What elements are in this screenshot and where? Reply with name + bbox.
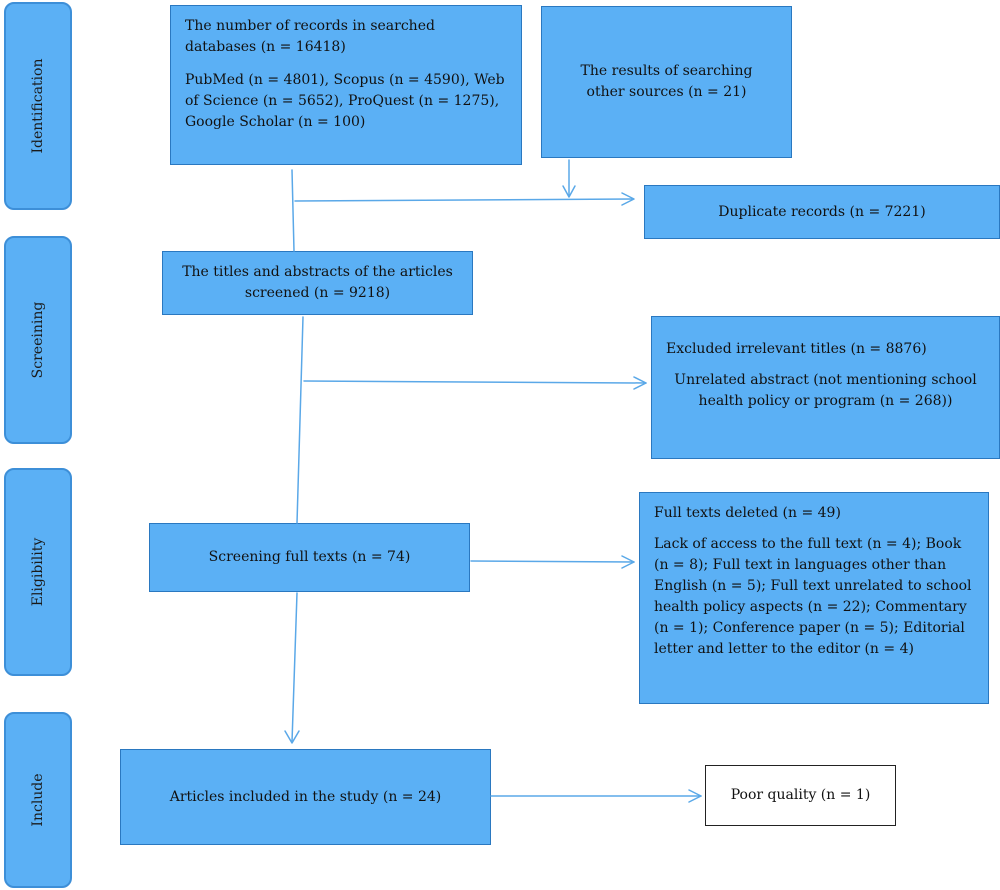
titles-abstracts-box: The titles and abstracts of the articles… <box>162 251 473 315</box>
databases-breakdown-text: PubMed (n = 4801), Scopus (n = 4590), We… <box>185 72 505 130</box>
titles-abstracts-text: The titles and abstracts of the articles… <box>182 264 453 301</box>
other-sources-text: The results of searching other sources (… <box>580 63 753 100</box>
other-sources-box: The results of searching other sources (… <box>541 6 792 158</box>
duplicates-arrowhead <box>621 192 635 206</box>
excluded-titles-text: Excluded irrelevant titles (n = 8876) <box>666 341 927 357</box>
deleted-reasons-text: Lack of access to the full text (n = 4);… <box>654 536 972 657</box>
deleted-box: Full texts deleted (n = 49) Lack of acce… <box>639 492 989 704</box>
trunk-screening <box>296 316 304 524</box>
deleted-total-text: Full texts deleted (n = 49) <box>654 505 841 521</box>
duplicates-box: Duplicate records (n = 7221) <box>644 185 1000 239</box>
deleted-arrowhead <box>621 555 635 569</box>
duplicates-branch <box>294 198 634 202</box>
databases-box: The number of records in searched databa… <box>170 5 522 165</box>
duplicates-text: Duplicate records (n = 7221) <box>718 203 926 220</box>
excluded-abstract-text: Unrelated abstract (not mentioning schoo… <box>674 372 977 409</box>
poor-quality-box: Poor quality (n = 1) <box>705 765 896 826</box>
trunk-eligibility <box>291 592 298 743</box>
trunk-eligibility-arrowhead <box>284 730 300 744</box>
included-box: Articles included in the study (n = 24) <box>120 749 491 845</box>
poor-quality-arrowhead <box>688 789 702 803</box>
phase-include: Include <box>4 712 72 888</box>
excluded-box: Excluded irrelevant titles (n = 8876) Un… <box>651 316 1000 459</box>
databases-total-text: The number of records in searched databa… <box>185 18 435 55</box>
full-texts-text: Screening full texts (n = 74) <box>208 549 411 565</box>
phase-identification: Identification <box>4 2 72 210</box>
excluded-arrowhead <box>633 376 647 390</box>
deleted-branch <box>470 560 635 563</box>
trunk-identification <box>291 169 295 252</box>
included-text: Articles included in the study (n = 24) <box>169 788 442 805</box>
poor-quality-text: Poor quality (n = 1) <box>730 787 871 803</box>
phase-eligibility: Eligibility <box>4 468 72 676</box>
other-sources-arrowhead <box>562 185 576 198</box>
full-texts-box: Screening full texts (n = 74) <box>149 523 470 592</box>
phase-screening: Screeining <box>4 236 72 444</box>
excluded-branch <box>303 380 647 384</box>
